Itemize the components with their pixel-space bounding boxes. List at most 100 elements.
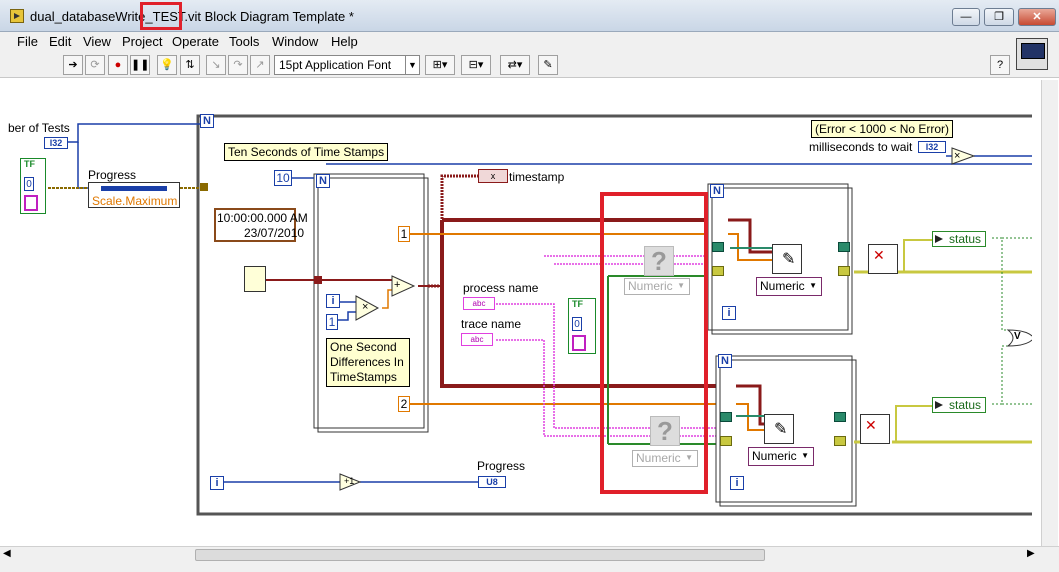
help-button[interactable]: ? — [990, 55, 1010, 75]
progress-property-node[interactable]: Scale.Maximum — [88, 182, 180, 208]
menu-edit[interactable]: Edit — [49, 34, 72, 49]
numeric-greyed-value-2: Numeric — [636, 451, 681, 465]
toolbar: ➔ ⟳ ● ❚❚ 💡 ⇅ ↘ ↷ ↗ 15pt Application Font… — [0, 52, 1059, 78]
write-loop-2-count-terminal: N — [718, 354, 732, 368]
step-out-icon[interactable]: ↗ — [250, 55, 270, 75]
horizontal-scrollbar[interactable]: ◀ ▶ — [0, 546, 1059, 563]
menu-tools[interactable]: Tools — [229, 34, 260, 49]
index-display: 0 — [24, 177, 34, 191]
numeric-greyed-select-2[interactable]: Numeric▼ — [632, 450, 698, 467]
timestamp-label: timestamp — [509, 170, 565, 184]
write-subvi-icon-1[interactable]: ✎ — [772, 244, 802, 274]
close-button[interactable]: ✕ — [1018, 8, 1056, 26]
timestamp-indicator: x — [478, 169, 508, 183]
chevron-down-icon: ▼ — [405, 56, 419, 74]
tf-badge: TF — [24, 159, 35, 169]
write-loop-1-count-terminal: N — [710, 184, 724, 198]
boolean-element — [24, 195, 38, 211]
error-comment: (Error < 1000 < No Error) — [811, 120, 954, 138]
font-select[interactable]: 15pt Application Font ▼ — [274, 55, 420, 75]
error-shift-register-left-1 — [712, 266, 724, 276]
tf-badge-2: TF — [572, 299, 583, 309]
error-x-icon: ✕ — [873, 247, 885, 263]
align-objects-icon[interactable]: ⊞▾ — [425, 55, 455, 75]
window-title: dual_databaseWrite_TEST.vit Block Diagra… — [30, 9, 354, 24]
add-operator: + — [394, 279, 401, 291]
highlight-rectangle — [600, 192, 708, 494]
one-constant-orange[interactable]: 1 — [398, 226, 410, 242]
write-subvi-icon-2[interactable]: ✎ — [764, 414, 794, 444]
numeric-value-2: Numeric — [752, 449, 797, 463]
run-arrow-icon[interactable]: ➔ — [63, 55, 83, 75]
pause-icon[interactable]: ❚❚ — [130, 55, 150, 75]
highlight-execution-icon[interactable]: 💡 — [157, 55, 177, 75]
abort-icon[interactable]: ● — [108, 55, 128, 75]
block-diagram-canvas[interactable]: ber of Tests I32 TF 0 Progress Scale.Max… — [8, 80, 1032, 546]
minimize-button[interactable]: — — [952, 8, 980, 26]
process-name-control[interactable]: abc — [463, 297, 495, 310]
inner-loop-count-terminal: N — [316, 174, 330, 188]
shift-register-right-2 — [834, 412, 846, 422]
scale-maximum-property: Scale.Maximum — [92, 194, 178, 208]
title-highlight-rectangle — [140, 2, 182, 30]
boolean-cluster-control[interactable]: TF 0 — [20, 158, 46, 214]
timestamp-time: 10:00:00.000 AM — [217, 211, 308, 225]
numeric-select-1[interactable]: Numeric▼ — [756, 277, 822, 296]
boolean-cluster-constant[interactable]: TF 0 — [568, 298, 596, 354]
distribute-objects-icon[interactable]: ⊟▾ — [461, 55, 491, 75]
timestamp-indicator-glyph: x — [490, 171, 496, 181]
retain-wire-values-icon[interactable]: ⇅ — [180, 55, 200, 75]
step-over-icon[interactable]: ↷ — [228, 55, 248, 75]
inner-loop-iteration-terminal: i — [326, 294, 340, 308]
run-continuously-icon[interactable]: ⟳ — [85, 55, 105, 75]
vertical-scrollbar[interactable] — [1041, 80, 1058, 546]
status-bar — [0, 563, 1059, 572]
error-handler-icon-1[interactable]: ✕ — [868, 244, 898, 274]
scroll-left-icon[interactable]: ◀ — [3, 548, 11, 559]
error-handler-icon-2[interactable]: ✕ — [860, 414, 890, 444]
labview-vi-icon — [10, 9, 24, 23]
numeric-select-2[interactable]: Numeric▼ — [748, 447, 814, 466]
error-shift-register-right-2 — [834, 436, 846, 446]
numeric-value-1: Numeric — [760, 279, 805, 293]
timestamp-constant[interactable]: 10:00:00.000 AM 23/07/2010 — [214, 208, 308, 242]
pencil-icon-2: ✎ — [774, 421, 788, 438]
write-loop-2-iteration-terminal: i — [730, 476, 744, 490]
ten-constant[interactable]: 10 — [274, 170, 292, 186]
step-into-icon[interactable]: ↘ — [206, 55, 226, 75]
get-date-time-icon[interactable] — [244, 266, 266, 292]
shift-register-right-1 — [838, 242, 850, 252]
horizontal-scroll-thumb[interactable] — [195, 549, 765, 561]
one-second-comment: One Second Differences In TimeStamps — [326, 338, 410, 387]
timestamp-tunnel — [314, 276, 322, 284]
menu-view[interactable]: View — [83, 34, 111, 49]
menu-bar: File Edit View Project Operate Tools Win… — [0, 32, 1059, 52]
menu-window[interactable]: Window — [272, 34, 319, 49]
menu-file[interactable]: File — [17, 34, 38, 49]
status-indicator-1: status — [932, 231, 986, 247]
menu-help[interactable]: Help — [331, 34, 358, 49]
outer-loop-iteration-terminal: i — [210, 476, 224, 490]
tunnel-terminal — [200, 183, 208, 191]
two-constant-orange[interactable]: 2 — [398, 396, 410, 412]
one-constant-inner[interactable]: 1 — [326, 314, 338, 330]
progress-bar-fill — [101, 186, 167, 191]
error-x-icon-2: ✕ — [865, 417, 877, 433]
trace-name-control[interactable]: abc — [461, 333, 493, 346]
reorder-icon[interactable]: ⇄▾ — [500, 55, 530, 75]
progress-label: Progress — [88, 168, 137, 182]
menu-project[interactable]: Project — [122, 34, 163, 49]
font-select-value: 15pt Application Font — [279, 58, 392, 72]
timestamp-date: 23/07/2010 — [244, 226, 305, 240]
process-name-label: process name — [463, 281, 539, 295]
outer-loop-count-terminal: N — [200, 114, 214, 128]
maximize-button[interactable]: ❐ — [984, 8, 1014, 26]
menu-operate[interactable]: Operate — [172, 34, 219, 49]
numeric-greyed-select-1[interactable]: Numeric▼ — [624, 278, 690, 295]
number-of-tests-control[interactable]: I32 — [44, 137, 68, 149]
milliseconds-to-wait-control[interactable]: I32 — [918, 141, 946, 153]
clean-up-diagram-icon[interactable]: ✎ — [538, 55, 558, 75]
scroll-right-icon[interactable]: ▶ — [1027, 548, 1035, 559]
vi-connector-icon — [1016, 38, 1048, 70]
wait-multiply-operator: × — [954, 150, 961, 162]
